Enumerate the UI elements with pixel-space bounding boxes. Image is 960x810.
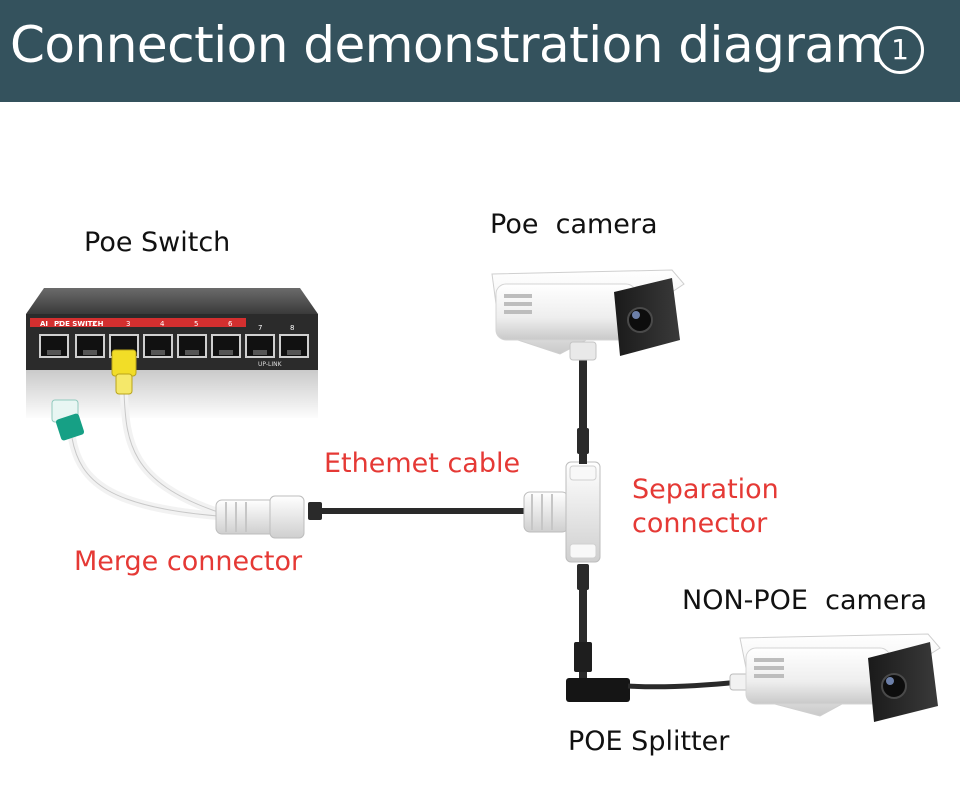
switch-port-7 <box>245 334 275 358</box>
switch-port-6 <box>211 334 241 358</box>
merge-connector-label: Merge connector <box>74 546 303 577</box>
port-number: 5 <box>194 320 198 328</box>
green-rj45-plug <box>51 399 85 441</box>
header-bar: Connection demonstration diagram 1 <box>0 0 960 102</box>
switch-port-1 <box>39 334 69 358</box>
switch-brand: AI <box>40 320 48 328</box>
poe-splitter-label: POE Splitter <box>568 726 730 757</box>
separation-connector <box>523 461 601 563</box>
poe-splitter <box>566 673 753 702</box>
non-poe-camera <box>739 633 941 722</box>
switch-model: POE SWITCH <box>54 320 104 328</box>
poe-camera-cable <box>577 352 589 464</box>
separation-connector-label-line1: Separation <box>632 474 779 505</box>
port-number: 1 <box>58 320 62 328</box>
merge-connector-housing <box>215 495 305 539</box>
switch-port-5 <box>177 334 207 358</box>
switch-port-8 <box>279 334 309 358</box>
port-number: 4 <box>160 320 165 328</box>
ethernet-cable <box>308 502 533 520</box>
switch-red-strip <box>30 318 246 327</box>
merge-connector <box>51 349 305 539</box>
step-badge: 1 <box>876 26 924 74</box>
yellow-rj45-plug <box>111 349 137 395</box>
port-number: 8 <box>290 324 294 332</box>
port-number: 7 <box>258 324 262 332</box>
switch-port-4 <box>143 334 173 358</box>
poe-camera-label: Poe camera <box>490 209 658 240</box>
uplink-label: UP-LINK <box>258 361 283 368</box>
port-number: 6 <box>228 320 233 328</box>
non-poe-camera-label: NON-POE camera <box>682 585 928 616</box>
port-number: 2 <box>92 320 96 328</box>
poe-switch-label: Poe Switch <box>84 227 231 258</box>
separation-connector-label-line2: connector <box>632 508 768 539</box>
switch-port-2 <box>75 334 105 358</box>
port-number: 3 <box>126 320 130 328</box>
poe-camera <box>491 269 685 361</box>
poe-switch: AI POE SWITCH 1 2 3 4 5 6 7 8 UP-LINK <box>26 288 318 420</box>
splitter-input-cable <box>574 564 592 682</box>
page-title: Connection demonstration diagram <box>10 16 883 74</box>
connection-diagram: AI POE SWITCH 1 2 3 4 5 6 7 8 UP-LINK <box>26 269 941 722</box>
ethernet-cable-label: Ethemet cable <box>324 448 521 479</box>
